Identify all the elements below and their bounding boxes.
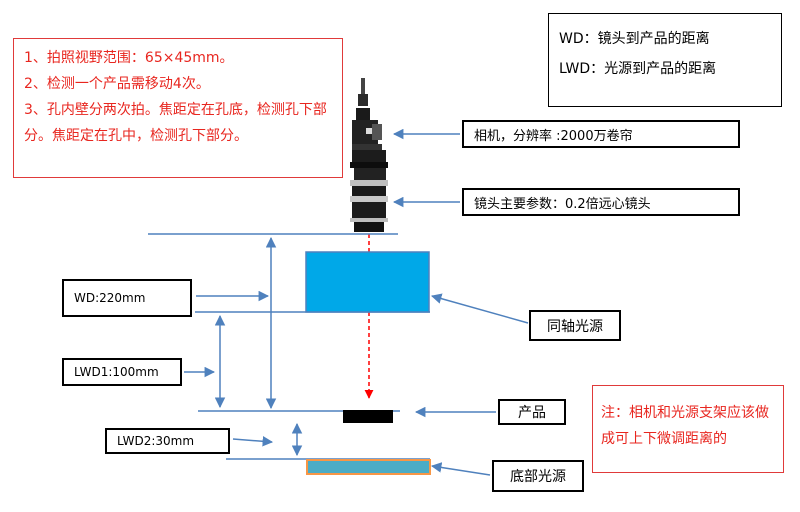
camera-icon (352, 78, 382, 150)
note-line-1: 1、拍照视野范围：65×45mm。 (24, 50, 234, 66)
legend-box: WD：镜头到产品的距离 LWD：光源到产品的距离 (548, 13, 782, 107)
legend-lwd: LWD：光源到产品的距离 (559, 61, 717, 77)
lens-icon (350, 150, 388, 232)
coaxial-light-label: 同轴光源 (529, 310, 621, 341)
adjustment-note: 注：相机和光源支架应该做成可上下微调距离的 (592, 385, 784, 473)
lwd2-label-text: LWD2:30mm (117, 434, 195, 448)
camera-label: 相机，分辨率 :2000万卷帘 (462, 120, 740, 148)
bottom-light (306, 459, 431, 475)
coaxial-light-label-text: 同轴光源 (547, 318, 603, 335)
note-line-2: 2、检测一个产品需移动4次。 (24, 76, 210, 92)
notes-box: 1、拍照视野范围：65×45mm。 2、检测一个产品需移动4次。 3、孔内壁分两… (13, 38, 343, 178)
wd-label: WD:220mm (62, 279, 192, 317)
legend-wd: WD：镜头到产品的距离 (559, 31, 710, 47)
lwd2-label: LWD2:30mm (105, 428, 230, 454)
adjustment-note-text: 注：相机和光源支架应该做成可上下微调距离的 (601, 405, 769, 447)
camera-label-text: 相机，分辨率 :2000万卷帘 (474, 128, 633, 144)
lwd1-label-text: LWD1:100mm (74, 365, 159, 379)
product-label-text: 产品 (518, 405, 546, 421)
product (343, 410, 393, 423)
product-label: 产品 (498, 399, 566, 425)
wd-label-text: WD:220mm (74, 291, 146, 305)
lens-label-text: 镜头主要参数：0.2倍远心镜头 (474, 196, 651, 212)
bottom-light-label: 底部光源 (492, 460, 584, 492)
lens-label: 镜头主要参数：0.2倍远心镜头 (462, 188, 740, 216)
note-line-3: 3、孔内壁分两次拍。焦距定在孔底，检测孔下部分。焦距定在孔中，检测孔下部分。 (24, 102, 327, 144)
coaxial-light (305, 251, 430, 313)
bottom-light-label-text: 底部光源 (510, 469, 566, 485)
lwd1-label: LWD1:100mm (62, 358, 182, 386)
